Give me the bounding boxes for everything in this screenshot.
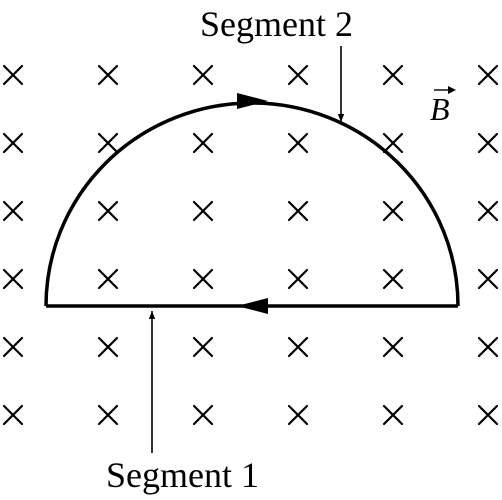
field-cross-icon (97, 268, 119, 290)
field-cross-icon (477, 200, 499, 222)
field-cross-icon (97, 404, 119, 426)
vector-arrow-head (448, 86, 456, 94)
field-cross-icon (382, 132, 404, 154)
field-cross-icon (477, 404, 499, 426)
segment-1-label: Segment 1 (106, 455, 259, 495)
field-cross-icon (287, 64, 309, 86)
base-direction-arrowhead (237, 298, 268, 314)
field-cross-icon (477, 132, 499, 154)
field-cross-icon (287, 336, 309, 358)
field-cross-icon (97, 336, 119, 358)
magnetic-field-grid (2, 64, 499, 426)
field-cross-icon (2, 268, 24, 290)
field-cross-icon (477, 336, 499, 358)
field-cross-icon (192, 200, 214, 222)
field-cross-icon (287, 268, 309, 290)
field-cross-icon (287, 132, 309, 154)
field-cross-icon (382, 404, 404, 426)
field-cross-icon (382, 268, 404, 290)
field-cross-icon (192, 132, 214, 154)
segment-2-label: Segment 2 (200, 4, 353, 44)
field-cross-icon (287, 404, 309, 426)
field-cross-icon (382, 200, 404, 222)
field-cross-icon (192, 64, 214, 86)
field-cross-icon (97, 132, 119, 154)
field-vector-label: B (430, 86, 456, 127)
field-cross-icon (2, 64, 24, 86)
field-cross-icon (2, 404, 24, 426)
field-cross-icon (2, 200, 24, 222)
field-cross-icon (477, 64, 499, 86)
field-cross-icon (192, 268, 214, 290)
field-cross-icon (192, 336, 214, 358)
field-cross-icon (2, 336, 24, 358)
field-cross-icon (477, 268, 499, 290)
field-cross-icon (192, 404, 214, 426)
field-cross-icon (97, 200, 119, 222)
field-cross-icon (382, 336, 404, 358)
arc-direction-arrowhead (237, 93, 268, 109)
field-cross-icon (2, 132, 24, 154)
field-cross-icon (382, 64, 404, 86)
field-cross-icon (97, 64, 119, 86)
field-b-symbol: B (430, 91, 450, 127)
field-cross-icon (287, 200, 309, 222)
